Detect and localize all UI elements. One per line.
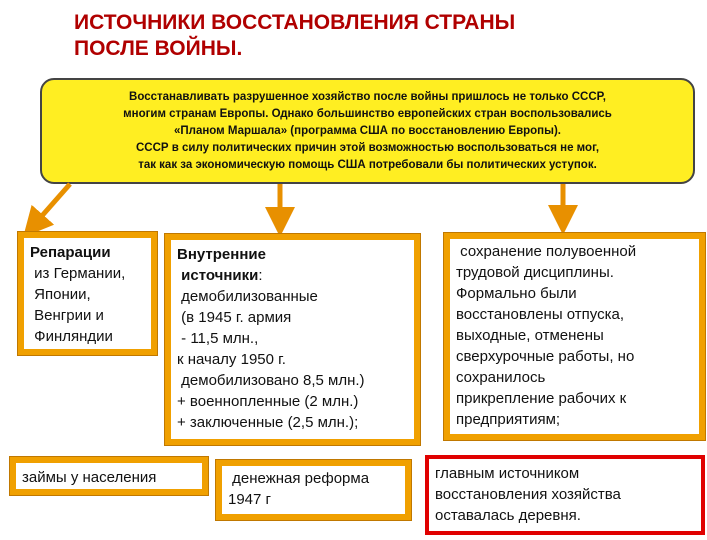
box-line: денежная реформа (228, 470, 370, 487)
box-line: главным источником (435, 465, 580, 482)
box-line: к началу 1950 г. (177, 351, 286, 368)
box-line: демобилизовано 8,5 млн.) (177, 372, 365, 389)
box-line: восстановления хозяйства (435, 486, 621, 503)
box-line: Японии, (30, 286, 91, 303)
colon: : (258, 267, 263, 284)
intro-line: так как за экономическую помощь США потр… (138, 159, 597, 171)
loans-box: займы у населения (9, 456, 209, 496)
box-line: Формально были (456, 285, 577, 302)
intro-line: Восстанавливать разрушенное хозяйство по… (129, 91, 606, 103)
box-line: займы у населения (22, 469, 157, 486)
intro-line: «Планом Маршала» (программа США по восст… (174, 125, 561, 137)
intro-callout: Восстанавливать разрушенное хозяйство по… (40, 78, 695, 184)
box-line: демобилизованные (177, 288, 318, 305)
box-line: восстановлены отпуска, (456, 306, 625, 323)
box-line: 1947 г (228, 491, 272, 508)
box-line: трудовой дисциплины. (456, 264, 614, 281)
box-line: оставалась деревня. (435, 507, 581, 524)
box-line: (в 1945 г. армия (177, 309, 292, 326)
internal-sources-box: Внутренние источники: демобилизованные (… (164, 233, 421, 446)
labor-discipline-box: сохранение полувоенной трудовой дисципли… (443, 232, 706, 441)
title-line: ПОСЛЕ ВОЙНЫ. (74, 37, 243, 60)
currency-reform-box: денежная реформа 1947 г (215, 459, 412, 521)
box-line: + заключенные (2,5 млн.); (177, 414, 359, 431)
box-line: сверхурочные работы, но (456, 348, 635, 365)
reparations-box: Репарации из Германии, Японии, Венгрии и… (17, 231, 158, 356)
box-heading: источники (177, 267, 259, 284)
village-box: главным источником восстановления хозяйс… (425, 455, 705, 535)
intro-line: многим странам Европы. Однако большинств… (123, 108, 612, 120)
box-line: Финляндии (30, 328, 113, 345)
box-line: из Германии, (30, 265, 126, 282)
box-line: - 11,5 млн., (177, 330, 259, 347)
title-line: ИСТОЧНИКИ ВОССТАНОВЛЕНИЯ СТРАНЫ (74, 11, 516, 34)
box-line: предприятиям; (456, 411, 561, 428)
box-line: Венгрии и (30, 307, 104, 324)
box-line: прикрепление рабочих к (456, 390, 627, 407)
box-line: + военнопленные (2 млн.) (177, 393, 359, 410)
box-line: сохранение полувоенной (456, 243, 637, 260)
intro-line: СССР в силу политических причин этой воз… (135, 142, 600, 154)
box-line: выходные, отменены (456, 327, 604, 344)
arrow-left (23, 182, 72, 238)
page-title: ИСТОЧНИКИ ВОССТАНОВЛЕНИЯ СТРАНЫ ПОСЛЕ ВО… (74, 10, 515, 62)
box-heading: Репарации (30, 244, 111, 261)
box-line: сохранилось (456, 369, 546, 386)
box-heading: Внутренние (177, 246, 266, 263)
